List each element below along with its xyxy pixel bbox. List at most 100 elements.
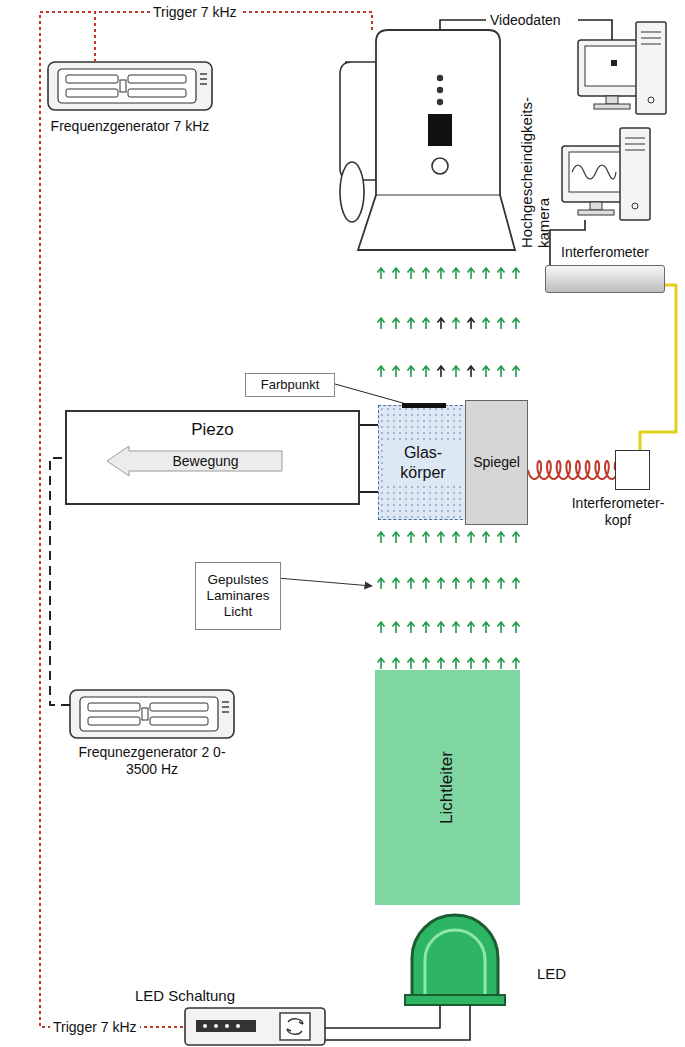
signal-name: Videodaten — [487, 12, 564, 28]
light-ray — [438, 578, 445, 589]
node-text: Interferometer- kopf — [558, 495, 678, 529]
light-ray — [498, 366, 505, 377]
light-ray — [438, 268, 445, 279]
function-generator: Frequnezgenerator 2 0-3500 Hz — [70, 690, 234, 738]
light-ray — [483, 532, 490, 543]
computer-icon — [562, 128, 650, 220]
light-ray — [468, 268, 475, 279]
light-ray — [453, 578, 460, 589]
node-text: LED Schaltung — [110, 987, 260, 1005]
node-text: Gepulstes Laminares Licht — [200, 572, 276, 621]
light-ray — [423, 532, 430, 543]
light-ray — [453, 532, 460, 543]
piezo-box: PiezoBewegung — [65, 410, 360, 505]
light-ray — [438, 622, 445, 633]
light-ray — [423, 366, 430, 377]
light-ray — [513, 578, 520, 589]
light-ray — [378, 658, 385, 669]
generator-icon — [70, 690, 234, 738]
signal-name: Trigger 7 kHz — [150, 4, 240, 20]
node-text: Farbpunkt — [261, 377, 320, 393]
callout-box: Gepulstes Laminares Licht — [195, 562, 281, 630]
driver-icon — [185, 1008, 325, 1045]
movement-arrow: Bewegung — [107, 446, 282, 476]
light-ray — [438, 366, 445, 377]
light-ray — [378, 532, 385, 543]
light-ray — [423, 268, 430, 279]
light-ray — [513, 268, 520, 279]
light-ray — [453, 622, 460, 633]
laser-beam — [528, 461, 619, 479]
node-text: Spiegel — [473, 454, 520, 471]
light-ray — [393, 318, 400, 329]
mirror-box: Spiegel — [465, 400, 528, 525]
light-ray — [393, 366, 400, 377]
light-ray — [468, 318, 475, 329]
function-generator: Frequenzgenerator 7 kHz — [48, 62, 212, 110]
light-ray — [378, 622, 385, 633]
high-speed-camera: Hochgescheindigkeits- kamera — [340, 30, 515, 250]
light-ray — [408, 318, 415, 329]
light-ray — [498, 658, 505, 669]
light-ray — [423, 658, 430, 669]
light-ray — [408, 658, 415, 669]
light-ray — [378, 318, 385, 329]
video-wire — [578, 20, 612, 40]
signal-name: Trigger 7 kHz — [50, 1019, 140, 1035]
light-ray — [498, 268, 505, 279]
light-ray — [393, 622, 400, 633]
light-ray — [453, 658, 460, 669]
light-ray — [423, 622, 430, 633]
interferometer-device: Interferometer — [545, 265, 665, 293]
light-ray — [378, 268, 385, 279]
light-ray — [498, 532, 505, 543]
light-ray — [468, 366, 475, 377]
light-ray — [393, 578, 400, 589]
led-wire — [325, 1005, 470, 1040]
light-ray — [423, 318, 430, 329]
light-ray — [393, 532, 400, 543]
leader-line — [277, 578, 372, 586]
led-wire — [325, 1005, 440, 1028]
light-ray — [468, 532, 475, 543]
light-ray — [468, 658, 475, 669]
light-guide: Lichtleiter — [375, 670, 520, 905]
led-icon — [405, 915, 505, 1005]
light-ray — [513, 366, 520, 377]
screen-wave — [572, 165, 616, 179]
light-ray — [408, 622, 415, 633]
trigger-line — [40, 12, 185, 1027]
generator-icon — [48, 62, 212, 110]
light-ray — [483, 318, 490, 329]
light-ray — [408, 366, 415, 377]
light-ray — [453, 268, 460, 279]
node-text: LED — [537, 965, 566, 983]
arrow-outline — [107, 446, 282, 476]
light-ray — [483, 658, 490, 669]
light-ray — [513, 532, 520, 543]
light-arrows — [378, 268, 520, 669]
light-ray — [483, 366, 490, 377]
light-ray — [498, 578, 505, 589]
light-ray — [453, 366, 460, 377]
computer-icon — [578, 22, 666, 114]
node-text: Bewegung — [172, 453, 238, 470]
light-ray — [408, 532, 415, 543]
light-ray — [378, 578, 385, 589]
light-ray — [513, 622, 520, 633]
piezo-leg — [360, 491, 378, 493]
light-ray — [513, 658, 520, 669]
light-ray — [483, 622, 490, 633]
interferometer-head: Interferometer- kopf — [615, 450, 650, 490]
camera-icon — [340, 30, 515, 250]
color-dot — [402, 403, 446, 408]
light-ray — [378, 366, 385, 377]
node-text: Lichtleiter — [437, 670, 457, 905]
node-text: Frequenzgenerator 7 kHz — [18, 118, 242, 135]
glass-body: Glas- körper — [378, 405, 468, 520]
screen-dot — [611, 60, 617, 66]
light-ray — [393, 658, 400, 669]
